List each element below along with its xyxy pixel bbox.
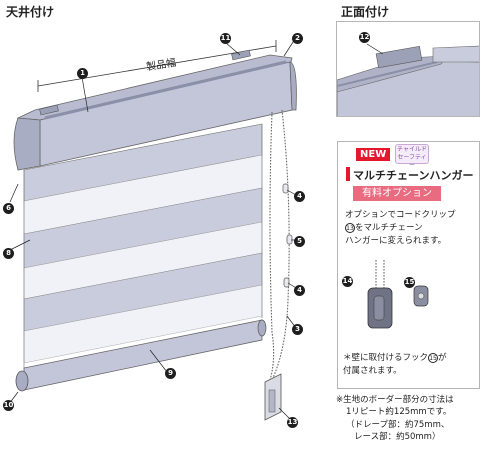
chain-stopper-2 — [286, 234, 293, 245]
callout-3: 3 — [292, 324, 303, 335]
footnote-line4: レース部：約50mm） — [354, 432, 441, 442]
bracket-left — [39, 104, 59, 116]
ceiling-mount-heading: 天井付け — [6, 5, 55, 19]
front-mount-detail: 12 — [336, 21, 480, 117]
border-size-footnote: ※生地のボーダー部分の寸法は 1リピート約125mmです。 — [336, 394, 486, 418]
callout-9: 9 — [165, 368, 176, 379]
note-part1: ＊壁に取付けるフック — [343, 353, 429, 363]
desc-part3: ハンガーに変えられます。 — [345, 236, 447, 246]
chain-stopper-1 — [282, 183, 289, 194]
ball-chain — [269, 109, 290, 381]
note-part2: が — [438, 353, 447, 363]
bottom-bar-cap — [15, 370, 29, 392]
child-safety-line2: セーフティー — [397, 154, 427, 169]
desc-part2: をマルチチェーン — [355, 223, 423, 233]
callout-2: 2 — [292, 33, 303, 44]
callout-12: 12 — [359, 32, 370, 43]
option-panel: NEW チャイルド セーフティー マルチチェーンハンガー 有料オプション オプシ… — [337, 141, 480, 389]
front-mount-heading: 正面付け — [341, 5, 390, 19]
desc-part1: オプションでコードクリップ — [345, 210, 456, 220]
callout-10: 10 — [3, 400, 14, 411]
wall-hook — [413, 285, 429, 307]
callout-4a: 4 — [294, 191, 305, 202]
note-part3: 付属されます。 — [343, 366, 402, 376]
new-badge: NEW — [356, 148, 391, 161]
note-callout: 15 — [428, 352, 439, 363]
callout-14: 14 — [342, 276, 353, 287]
callout-6: 6 — [3, 203, 14, 214]
border-size-detail: （ドレープ部：約75mm、 レース部：約50mm） — [346, 419, 486, 443]
desc-callout: 13 — [345, 222, 355, 233]
option-description: オプションでコードクリップ 13をマルチチェーン ハンガーに変えられます。 — [345, 209, 475, 248]
callout-15: 15 — [404, 277, 415, 288]
footnote-line1: ※生地のボーダー部分の寸法は — [336, 395, 454, 405]
callout-13: 13 — [287, 417, 298, 428]
callout-8: 8 — [3, 248, 14, 259]
multi-chain-hanger-illustration — [367, 260, 429, 329]
width-dimension-line — [37, 40, 277, 92]
fabric-panel — [23, 123, 263, 370]
title-accent-bar — [346, 167, 350, 181]
paid-option-badge: 有料オプション — [353, 186, 441, 201]
footnote-line3: （ドレープ部：約75mm、 — [346, 420, 450, 430]
child-safety-line1: チャイルド — [397, 146, 427, 153]
callout-4b: 4 — [294, 285, 305, 296]
front-mount-illustration — [337, 43, 479, 116]
bracket-right — [231, 49, 251, 61]
callout-11: 11 — [220, 33, 231, 44]
cord-clip — [264, 373, 282, 421]
option-note: ＊壁に取付けるフック15が 付属されます。 — [343, 352, 477, 378]
callout-1: 1 — [77, 68, 88, 79]
option-title: マルチチェーンハンガー — [353, 169, 474, 182]
chain-stopper-3 — [283, 277, 290, 288]
callout-5: 5 — [294, 236, 305, 247]
headrail-end-cap — [13, 117, 41, 171]
child-safety-badge: チャイルド セーフティー — [395, 144, 429, 169]
footnote-line2: 1リピート約125mmです。 — [346, 407, 452, 417]
